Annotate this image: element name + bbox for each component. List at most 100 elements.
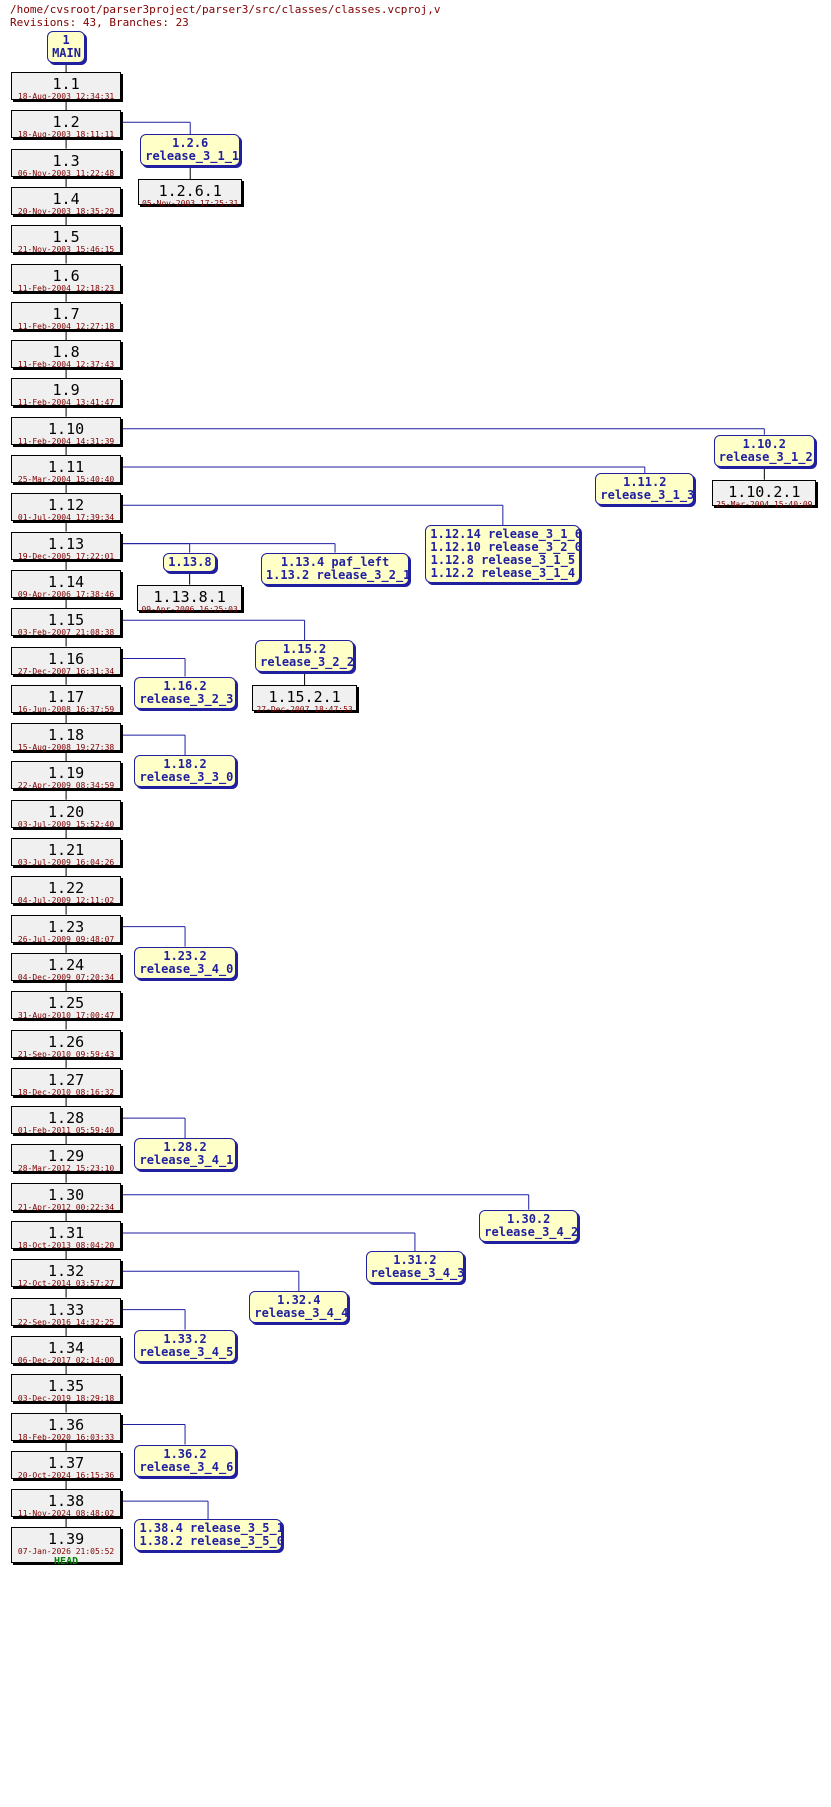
- branch-tag-line: release_3_4_5: [139, 1344, 234, 1359]
- revision-date: 22-Apr-2009 08:34:59: [17, 781, 115, 791]
- branch-tag-line: release_3_4_1: [139, 1153, 234, 1168]
- branch-tag-line: release_3_2_3: [139, 691, 234, 706]
- revision-date: 03-Feb-2007 21:08:38: [17, 628, 115, 638]
- revision-date: 15-Aug-2008 19:27:38: [17, 743, 115, 753]
- revision-date: 12-Oct-2014 03:57:27: [17, 1279, 115, 1289]
- revision-date: 18-Aug-2003 12:34:31: [17, 92, 115, 101]
- revision-date: 11-Feb-2004 12:37:43: [17, 360, 115, 370]
- revision-date: 18-Dec-2010 08:16:32: [17, 1087, 115, 1097]
- revision-number: 1.2: [52, 113, 80, 132]
- branch-tag-line: 1.28.2: [163, 1140, 207, 1155]
- revision-date: 18-Aug-2003 18:11:11: [17, 130, 115, 140]
- branch-tag-line: 1.18.2: [163, 757, 207, 772]
- revision-date: 03-Jul-2009 15:52:40: [17, 819, 115, 829]
- revision-date: 28-Mar-2012 15:23:10: [17, 1164, 115, 1174]
- branch-tag-line: MAIN: [52, 46, 81, 60]
- revision-number: 1.25: [48, 994, 85, 1013]
- revision-number: 1.5: [52, 228, 80, 247]
- revision-number: 1.2.6.1: [158, 182, 222, 201]
- revision-number: 1.7: [52, 304, 80, 323]
- revision-date: 21-Apr-2012 00:22:34: [17, 1202, 115, 1212]
- revision-number: 1.26: [48, 1032, 85, 1051]
- branch-tag-1-13-8[interactable]: 1.13.8: [163, 552, 217, 572]
- branch-tag-line: 1.13.8: [168, 554, 212, 569]
- branch-tag-line: 1.15.2: [282, 642, 327, 657]
- revision-number: 1.9: [52, 381, 80, 400]
- revision-date: 20-Nov-2003 18:35:29: [17, 206, 115, 216]
- branch-tag-line: release_3_2_2: [260, 655, 355, 670]
- revision-date: 21-Nov-2003 15:46:15: [17, 245, 115, 255]
- revision-number: 1.32: [48, 1262, 85, 1281]
- branch-tag-line: release_3_4_2: [484, 1224, 579, 1239]
- revision-number: 1.3: [52, 151, 80, 170]
- revision-number: 1.17: [48, 687, 85, 706]
- revision-number: 1.30: [48, 1185, 85, 1204]
- revision-date: 11-Feb-2004 12:18:23: [17, 283, 115, 293]
- revision-number: 1.24: [48, 955, 85, 974]
- revision-date: 16-Jun-2008 16:37:59: [17, 704, 115, 714]
- revision-number: 1.37: [48, 1453, 85, 1472]
- branch-tag-line: release_3_1_2: [718, 449, 813, 464]
